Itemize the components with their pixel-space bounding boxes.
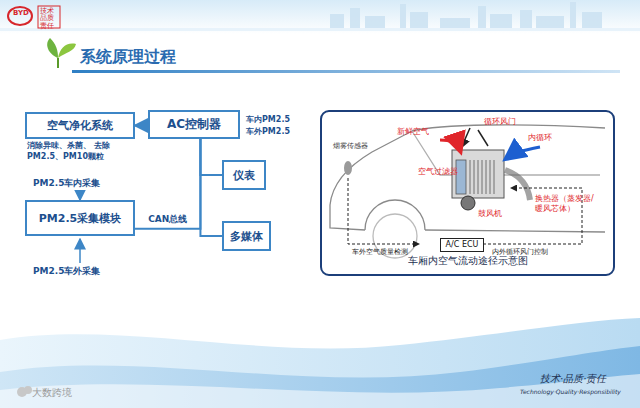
node-note: 消除异味、杀菌、 去除PM2.5、PM10颗粒 [27, 141, 137, 163]
signal-name: 车内PM2.5 [246, 114, 290, 125]
signal-name: 车外PM2.5 [246, 126, 290, 137]
slogan-english: Technology·Quality·Responsibility [520, 388, 621, 395]
media-box: 多媒体 [222, 221, 271, 251]
bus-line [135, 139, 200, 229]
node-label: A/C ECU [446, 240, 479, 249]
bus-label: CAN总线 [146, 213, 189, 226]
part-label: 新鲜空气 [397, 126, 429, 137]
bus-line [200, 139, 222, 175]
slogan: 技术·品质·责任 [540, 372, 606, 386]
system-box: 空气净化系统消除异味、杀菌、 去除PM2.5、PM10颗粒 [25, 112, 135, 139]
node-label: PM2.5采集模块 [39, 211, 122, 226]
part-label: 循环风门 [484, 116, 516, 127]
node-label: 多媒体 [230, 229, 263, 244]
node-label: 车厢内空气流动途径示意图 [322, 254, 613, 268]
part-label: 换热器（蒸发器/暖风芯体） [535, 194, 599, 213]
part-label: 空气过滤器 [418, 166, 458, 177]
node-label: AC控制器 [167, 116, 221, 133]
controller-box: AC控制器 [148, 110, 240, 139]
input-arrow [79, 239, 81, 263]
part-label: 内循环 [528, 132, 552, 143]
module-box: PM2.5采集模块 [25, 200, 135, 236]
signal-label: 内外循环风门控制 [492, 247, 548, 257]
display-box: 仪表 [222, 160, 266, 190]
ecu-box: A/C ECU [440, 238, 484, 252]
input-arrow [79, 190, 81, 200]
slide-title: 系统原理过程 [80, 47, 176, 68]
input-label: PM2.5车内采集 [33, 177, 101, 190]
brand-logo: BYD [13, 9, 29, 17]
signal-label: 车外空气质量检测 [352, 247, 408, 257]
node-label: 仪表 [233, 168, 255, 183]
bus-line [135, 125, 148, 127]
part-label: 烟雾传感器 [333, 141, 368, 151]
node-label: 空气净化系统 [47, 118, 113, 133]
input-label: PM2.5车外采集 [33, 265, 101, 278]
watermark: 大数跨境 [32, 386, 72, 400]
part-label: 鼓风机 [478, 208, 502, 219]
brand-stamp: 技术品质责任 [40, 8, 58, 30]
bus-line [200, 139, 222, 236]
